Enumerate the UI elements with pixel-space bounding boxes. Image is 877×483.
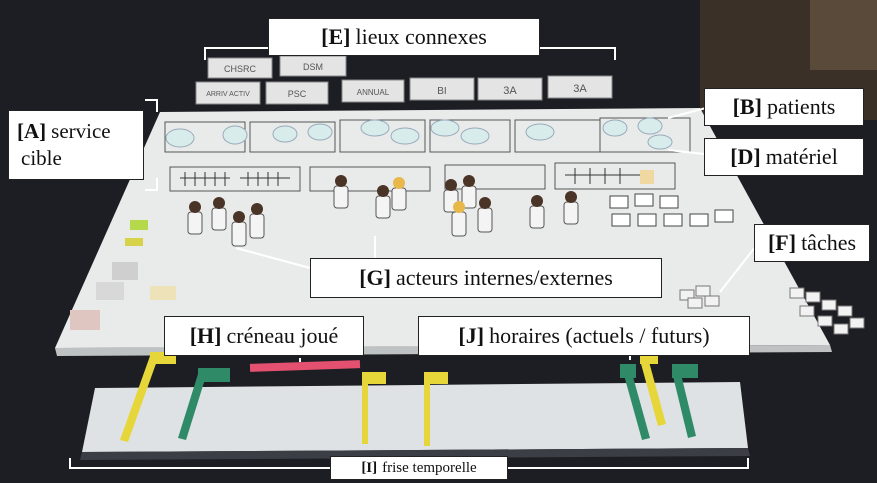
patient-tokens <box>165 117 673 150</box>
label-tasks: [F]tâches <box>754 224 870 262</box>
room-card-text: PSC <box>288 89 307 99</box>
room-card-text: 3A <box>503 85 517 97</box>
label-patients: [B]patients <box>704 88 864 126</box>
note-stacks <box>70 220 176 330</box>
room-card-text: ANNUAL <box>357 88 390 97</box>
room-card-text: CHSRC <box>224 64 257 74</box>
bed-icons <box>180 168 640 186</box>
label-timeline: [I]frise temporelle <box>330 456 508 480</box>
timeline-board <box>82 382 748 452</box>
played-slot-marker <box>249 360 361 372</box>
material-tiles <box>609 170 734 227</box>
room-card-text: BI <box>437 86 446 97</box>
actor-figures <box>187 175 579 247</box>
related-places-cards: CHSRC DSM ARRIV ACTIV PSC ANNUAL BI 3A 3… <box>195 55 613 105</box>
label-equipment: [D]matériel <box>704 138 864 176</box>
room-card-text: 3A <box>573 83 587 95</box>
label-related-places: [E]lieux connexes <box>268 18 540 56</box>
label-target-service: [A]service cible <box>8 110 144 180</box>
label-schedules: [J]horaires (actuels / futurs) <box>418 316 750 356</box>
time-flags <box>120 352 698 446</box>
label-played-slot: [H]créneau joué <box>164 316 364 356</box>
label-actors: [G]acteurs internes/externes <box>310 258 662 298</box>
task-tiles-pile <box>679 285 865 335</box>
room-card-text: DSM <box>303 62 323 72</box>
room-card-text: ARRIV ACTIV <box>206 91 250 98</box>
